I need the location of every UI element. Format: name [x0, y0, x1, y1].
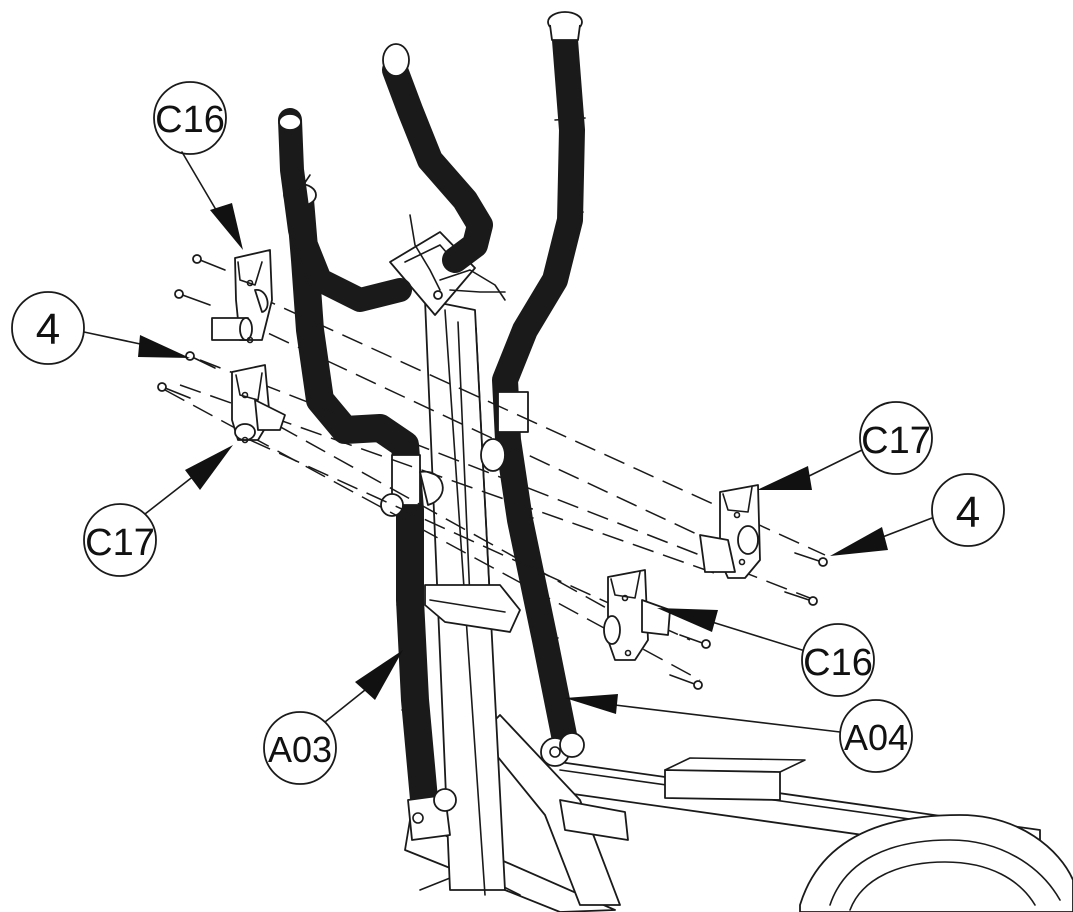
- callout-c17-left: C17: [83, 445, 233, 577]
- callout-4-left: 4: [11, 291, 190, 365]
- clamp-c16-left: [211, 249, 273, 344]
- callout-a04: A04: [565, 694, 913, 773]
- callout-c16-right: C16: [657, 608, 875, 697]
- upper-handlebar: [278, 43, 493, 312]
- callout-c16-right-label: C16: [803, 642, 873, 684]
- callout-c16-top-left-label: C16: [155, 99, 225, 141]
- callout-c17-left-label: C17: [85, 522, 155, 564]
- callout-4-right-label: 4: [956, 488, 980, 537]
- callout-c17-right: C17: [757, 401, 933, 490]
- clamp-c17-left: [231, 364, 286, 444]
- callout-c17-right-label: C17: [861, 420, 931, 462]
- callout-c16-top-left: C16: [153, 81, 243, 250]
- clamp-c17-right: [699, 484, 761, 579]
- screws: [157, 254, 828, 690]
- callout-a04-label: A04: [844, 717, 908, 758]
- clamp-c16-right: [603, 569, 671, 661]
- callout-4-right: 4: [830, 473, 1005, 556]
- callout-a03-label: A03: [268, 729, 332, 770]
- right-handlebar-arm: [480, 11, 586, 767]
- callout-a03: A03: [263, 650, 403, 785]
- callout-4-left-label: 4: [36, 305, 60, 354]
